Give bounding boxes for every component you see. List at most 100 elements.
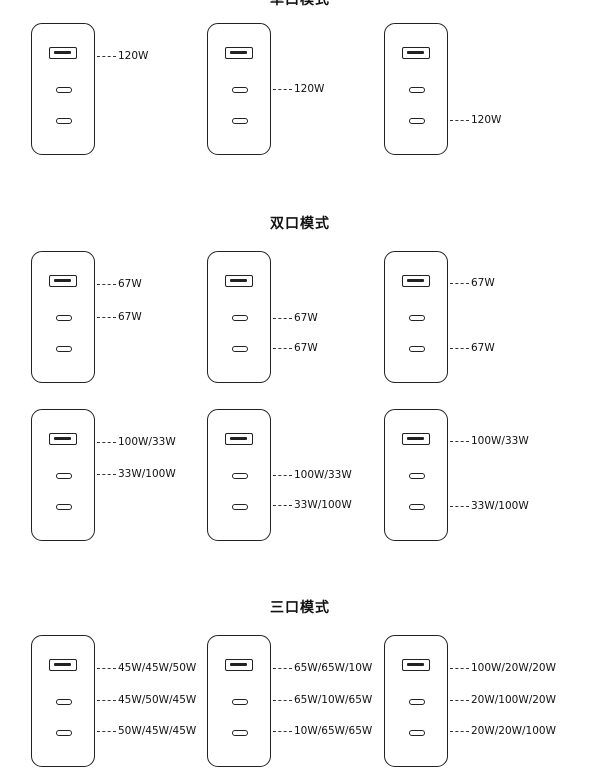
usb-a-port-icon bbox=[402, 659, 430, 671]
power-callout: 45W/50W/45W bbox=[97, 693, 196, 707]
dashed-leader bbox=[97, 55, 116, 57]
usb-c-port-icon bbox=[56, 315, 72, 321]
usb-c-port-icon bbox=[232, 118, 248, 124]
power-callout: 65W/65W/10W bbox=[273, 661, 372, 675]
charger-icon bbox=[31, 251, 95, 383]
dashed-leader bbox=[273, 730, 292, 732]
usb-c-port-icon bbox=[409, 699, 425, 705]
power-label: 120W bbox=[471, 114, 502, 126]
power-label: 20W/20W/100W bbox=[471, 725, 556, 737]
power-callout: 120W bbox=[273, 82, 324, 96]
power-callout: 10W/65W/65W bbox=[273, 724, 372, 738]
power-label: 100W/33W bbox=[294, 469, 352, 481]
dashed-leader bbox=[97, 667, 116, 669]
power-callout: 67W bbox=[97, 277, 142, 291]
power-label: 33W/100W bbox=[471, 500, 529, 512]
power-callout: 67W bbox=[273, 341, 318, 355]
power-label: 65W/10W/65W bbox=[294, 694, 373, 706]
power-callout: 20W/20W/100W bbox=[450, 724, 556, 738]
usb-c-port-icon bbox=[56, 504, 72, 510]
dashed-leader bbox=[97, 730, 116, 732]
charger-icon bbox=[31, 635, 95, 767]
usb-c-port-icon bbox=[232, 87, 248, 93]
power-callout: 120W bbox=[97, 49, 148, 63]
power-callout: 45W/45W/50W bbox=[97, 661, 196, 675]
charger-icon bbox=[31, 409, 95, 541]
charger-icon bbox=[384, 23, 448, 155]
charger-icon bbox=[31, 23, 95, 155]
dashed-leader bbox=[273, 88, 292, 90]
power-label: 120W bbox=[294, 83, 325, 95]
charger-icon bbox=[384, 635, 448, 767]
power-label: 120W bbox=[118, 50, 149, 62]
power-callout: 50W/45W/45W bbox=[97, 724, 196, 738]
usb-a-port-icon bbox=[49, 433, 77, 445]
dashed-leader bbox=[273, 504, 292, 506]
power-callout: 100W/20W/20W bbox=[450, 661, 556, 675]
charger-icon bbox=[207, 635, 271, 767]
usb-c-port-icon bbox=[232, 730, 248, 736]
dashed-leader bbox=[450, 699, 469, 701]
power-callout: 67W bbox=[450, 276, 495, 290]
usb-c-port-icon bbox=[232, 504, 248, 510]
usb-c-port-icon bbox=[56, 346, 72, 352]
section-title-triple-port: 三口模式 bbox=[270, 600, 330, 616]
dashed-leader bbox=[450, 282, 469, 284]
power-label: 67W bbox=[294, 312, 318, 324]
power-label: 65W/65W/10W bbox=[294, 662, 373, 674]
usb-c-port-icon bbox=[232, 699, 248, 705]
power-callout: 67W bbox=[97, 310, 142, 324]
dashed-leader bbox=[450, 119, 469, 121]
usb-a-port-icon bbox=[225, 659, 253, 671]
dashed-leader bbox=[450, 440, 469, 442]
usb-c-port-icon bbox=[232, 346, 248, 352]
power-label: 100W/33W bbox=[118, 436, 176, 448]
power-label: 33W/100W bbox=[294, 499, 352, 511]
dashed-leader bbox=[273, 474, 292, 476]
dashed-leader bbox=[97, 283, 116, 285]
usb-c-port-icon bbox=[409, 346, 425, 352]
charger-icon bbox=[207, 23, 271, 155]
usb-a-port-icon bbox=[402, 433, 430, 445]
power-label: 100W/20W/20W bbox=[471, 662, 556, 674]
usb-c-port-icon bbox=[56, 699, 72, 705]
usb-c-port-icon bbox=[409, 504, 425, 510]
power-callout: 33W/100W bbox=[450, 499, 529, 513]
charger-icon bbox=[207, 251, 271, 383]
power-label: 100W/33W bbox=[471, 435, 529, 447]
usb-c-port-icon bbox=[409, 730, 425, 736]
usb-c-port-icon bbox=[56, 118, 72, 124]
power-callout: 67W bbox=[450, 341, 495, 355]
dashed-leader bbox=[273, 699, 292, 701]
charger-icon bbox=[384, 251, 448, 383]
power-label: 45W/45W/50W bbox=[118, 662, 197, 674]
usb-c-port-icon bbox=[409, 87, 425, 93]
usb-c-port-icon bbox=[409, 315, 425, 321]
usb-c-port-icon bbox=[56, 87, 72, 93]
usb-c-port-icon bbox=[56, 730, 72, 736]
dashed-leader bbox=[273, 347, 292, 349]
usb-a-port-icon bbox=[49, 275, 77, 287]
power-callout: 100W/33W bbox=[97, 435, 176, 449]
dashed-leader bbox=[97, 316, 116, 318]
usb-a-port-icon bbox=[225, 275, 253, 287]
power-label: 10W/65W/65W bbox=[294, 725, 373, 737]
section-title-dual-port: 双口模式 bbox=[270, 216, 330, 232]
dashed-leader bbox=[450, 347, 469, 349]
dashed-leader bbox=[450, 505, 469, 507]
power-label: 45W/50W/45W bbox=[118, 694, 197, 706]
usb-c-port-icon bbox=[56, 473, 72, 479]
usb-a-port-icon bbox=[49, 659, 77, 671]
charger-icon bbox=[384, 409, 448, 541]
dashed-leader bbox=[450, 667, 469, 669]
usb-a-port-icon bbox=[225, 47, 253, 59]
power-callout: 65W/10W/65W bbox=[273, 693, 372, 707]
power-label: 67W bbox=[118, 311, 142, 323]
power-callout: 20W/100W/20W bbox=[450, 693, 556, 707]
usb-c-port-icon bbox=[232, 315, 248, 321]
usb-c-port-icon bbox=[409, 473, 425, 479]
usb-a-port-icon bbox=[402, 47, 430, 59]
section-title-single-port: 单口模式 bbox=[270, 0, 330, 8]
usb-a-port-icon bbox=[402, 275, 430, 287]
power-label: 67W bbox=[118, 278, 142, 290]
